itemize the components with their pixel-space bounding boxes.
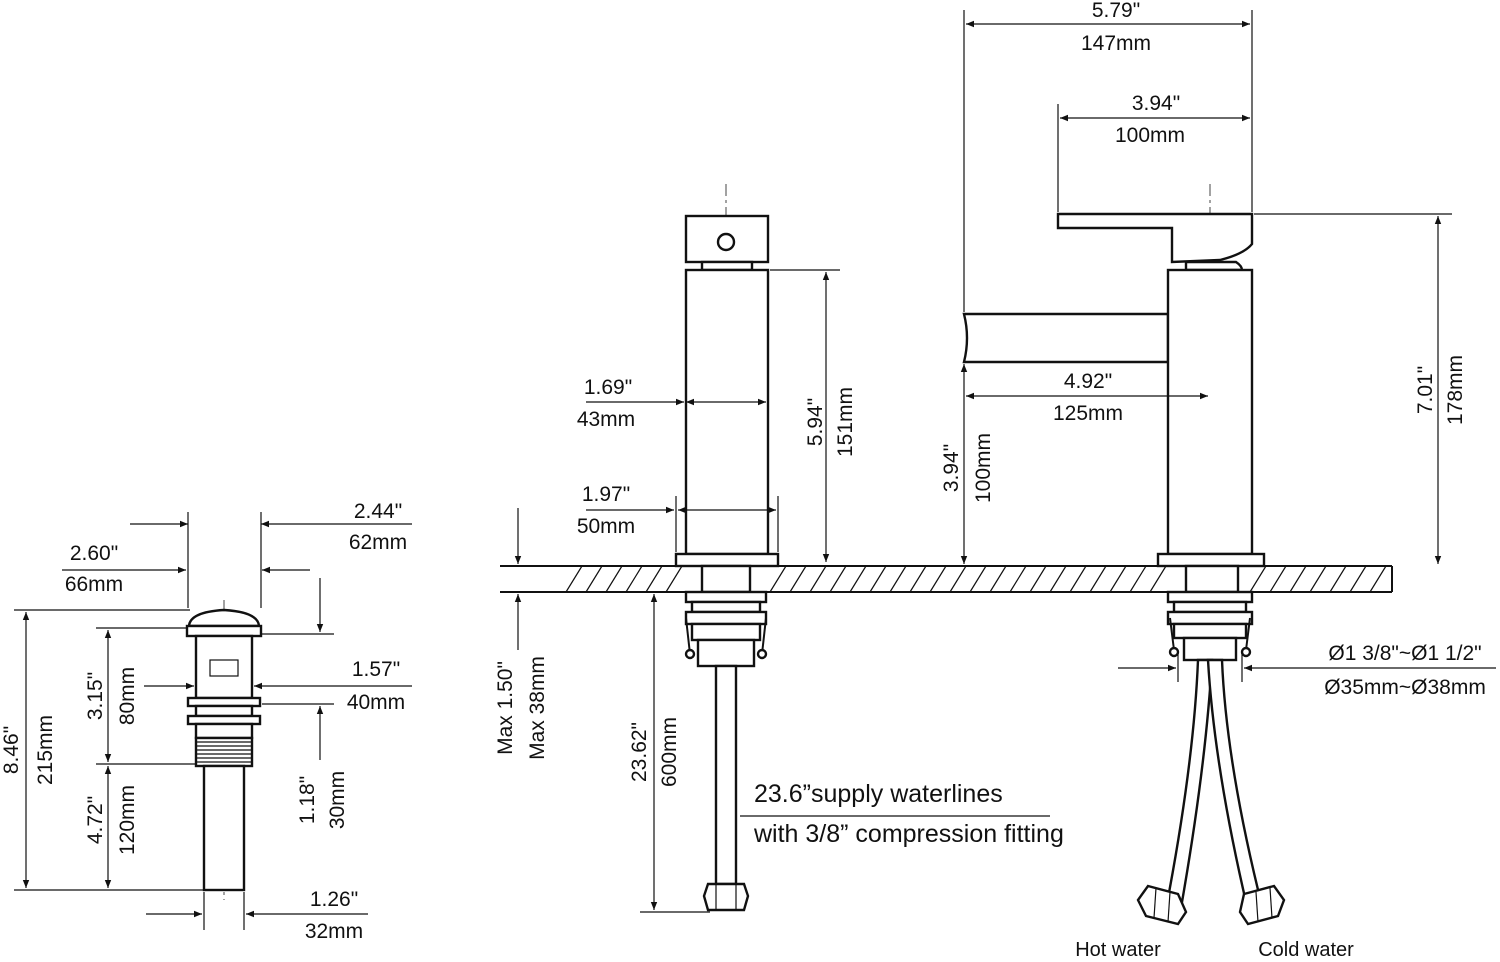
drain-thread-mm: 30mm <box>326 771 349 829</box>
drain-total-mm: 215mm <box>34 715 57 785</box>
drain-top-mm: 62mm <box>349 531 407 554</box>
faucet-front-view <box>962 184 1286 926</box>
side-deck-mm: Max 38mm <box>526 656 549 760</box>
front-hole-in: Ø1 3/8"~Ø1 1/2" <box>1328 642 1481 665</box>
drain-outer-mm: 66mm <box>65 573 123 596</box>
side-deck-in: Max 1.50" <box>494 661 517 755</box>
drain-dimension-lines <box>14 512 412 930</box>
front-spout-height-in: 3.94" <box>940 444 963 492</box>
side-base-mm: 50mm <box>577 515 635 538</box>
front-handle-mm: 100mm <box>1115 124 1185 147</box>
drain-outer-in: 2.60" <box>70 542 118 565</box>
drain-top-in: 2.44" <box>354 500 402 523</box>
drain-tail-mm: 120mm <box>116 785 139 855</box>
front-hole-mm: Ø35mm~Ø38mm <box>1324 676 1486 699</box>
cold-water-label: Cold water <box>1258 939 1354 961</box>
pop-up-drain <box>185 600 263 900</box>
drain-thread-in: 1.18" <box>296 776 319 824</box>
drain-pipe-mm: 32mm <box>305 920 363 943</box>
drain-dimension-labels: 2.44" 62mm 2.60" 66mm 8.46" 215mm 3.15" … <box>0 500 407 943</box>
front-reach-mm: 125mm <box>1053 402 1123 425</box>
side-view-dimension-labels: 1.69" 43mm 1.97" 50mm 5.94" 151mm Max 1.… <box>494 376 1064 848</box>
front-view-dimension-lines <box>960 10 1496 682</box>
side-width-mm: 43mm <box>577 408 635 431</box>
hot-water-label: Hot water <box>1075 939 1161 961</box>
drain-neck-mm: 40mm <box>347 691 405 714</box>
drain-tail-in: 4.72" <box>84 796 107 844</box>
side-hose-in: 23.62" <box>628 722 651 782</box>
side-height-in: 5.94" <box>804 398 827 446</box>
drain-pipe-in: 1.26" <box>310 888 358 911</box>
front-overall-in: 5.79" <box>1092 0 1140 22</box>
side-base-in: 1.97" <box>582 483 630 506</box>
drain-neck-in: 1.57" <box>352 658 400 681</box>
front-handle-in: 3.94" <box>1132 92 1180 115</box>
front-spout-height-mm: 100mm <box>972 433 995 503</box>
front-total-height-mm: 178mm <box>1444 355 1467 425</box>
supply-note-line1: 23.6”supply waterlines <box>754 780 1003 808</box>
front-total-height-in: 7.01" <box>1414 366 1437 414</box>
supply-note-line2: with 3/8” compression fitting <box>753 820 1064 848</box>
side-hose-mm: 600mm <box>658 717 681 787</box>
drain-body-mm: 80mm <box>116 667 139 725</box>
faucet-side-view <box>674 184 780 912</box>
side-height-mm: 151mm <box>834 387 857 457</box>
drain-total-in: 8.46" <box>0 726 23 774</box>
side-width-in: 1.69" <box>584 376 632 399</box>
front-reach-in: 4.92" <box>1064 370 1112 393</box>
front-view-dimension-labels: 5.79" 147mm 3.94" 100mm 4.92" 125mm 3.94… <box>940 0 1486 961</box>
side-view-dimension-lines <box>514 269 1050 913</box>
drain-body-in: 3.15" <box>84 672 107 720</box>
countertop-section <box>500 565 1393 593</box>
front-overall-mm: 147mm <box>1081 32 1151 55</box>
